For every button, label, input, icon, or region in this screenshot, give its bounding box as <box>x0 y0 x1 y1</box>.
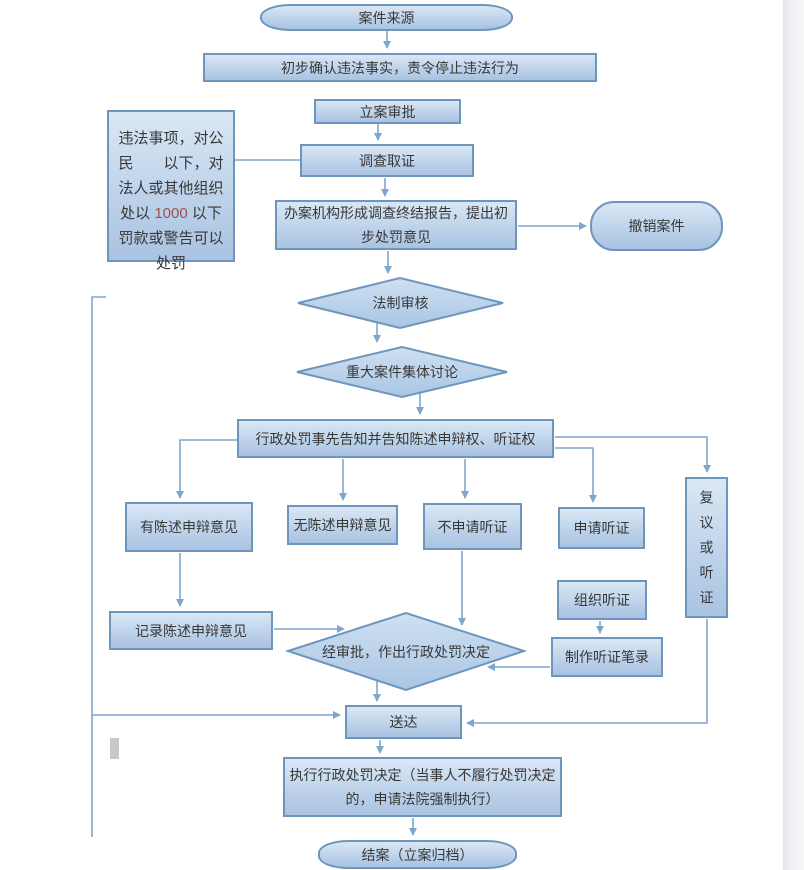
node-withdraw: 撤销案件 <box>590 201 723 251</box>
node-close-case: 结案（立案归档） <box>318 840 517 869</box>
node-record-statement: 记录陈述申辩意见 <box>109 611 273 650</box>
node-initial-confirm: 初步确认违法事实，责令停止违法行为 <box>203 53 597 82</box>
paragraph-marker <box>110 738 119 759</box>
label-legal-review: 法制审核 <box>372 295 429 311</box>
connector-left-rail <box>91 296 106 837</box>
node-case-approval: 立案审批 <box>314 99 461 124</box>
node-has-statement: 有陈述申辩意见 <box>125 502 253 552</box>
node-investigation: 调查取证 <box>300 144 474 177</box>
node-no-statement: 无陈述申辩意见 <box>287 505 398 545</box>
label-major-case: 重大案件集体讨论 <box>346 364 458 380</box>
connector-review-to-delivery <box>466 619 708 727</box>
node-delivery: 送达 <box>345 705 462 739</box>
diamond-legal-review <box>297 276 504 330</box>
node-review-or-hearing: 复议或听证 <box>685 477 728 618</box>
node-report: 办案机构形成调查终结报告，提出初步处罚意见 <box>275 200 517 250</box>
page-edge-band <box>783 0 804 870</box>
illegal-note-number: 1000 <box>154 205 188 222</box>
node-apply-hearing: 申请听证 <box>558 507 645 549</box>
node-no-hearing: 不申请听证 <box>423 503 522 550</box>
connector-notify-to-apply-hearing <box>555 447 597 503</box>
illegal-note-text: 违法事项，对公民 以下，对法人或其他组织处以 1000 以下罚款或警告可以处罚 <box>115 126 227 276</box>
node-case-source: 案件来源 <box>260 4 513 31</box>
node-execute: 执行行政处罚决定（当事人不履行处罚决定的，申请法院强制执行） <box>283 757 562 817</box>
node-notify: 行政处罚事先告知并告知陈述申辩权、听证权 <box>237 419 554 458</box>
node-transcript: 制作听证笔录 <box>551 637 663 677</box>
node-illegal-note: 违法事项，对公民 以下，对法人或其他组织处以 1000 以下罚款或警告可以处罚 <box>107 110 235 272</box>
connector-notify-to-review-or-hearing <box>555 436 711 473</box>
illegal-note-prefix: 违法事项，对公民 以下，对法人或其他组织处以 <box>118 130 224 222</box>
connector-notify-to-has-statement <box>176 439 237 499</box>
label-decision: 经审批，作出行政处罚决定 <box>322 643 490 660</box>
diamond-major-case <box>296 345 508 399</box>
illegal-note-suffix: 以下罚款或警告可以处罚 <box>118 205 224 272</box>
diamond-decision <box>284 611 528 692</box>
node-organize-hearing: 组织听证 <box>557 580 647 620</box>
